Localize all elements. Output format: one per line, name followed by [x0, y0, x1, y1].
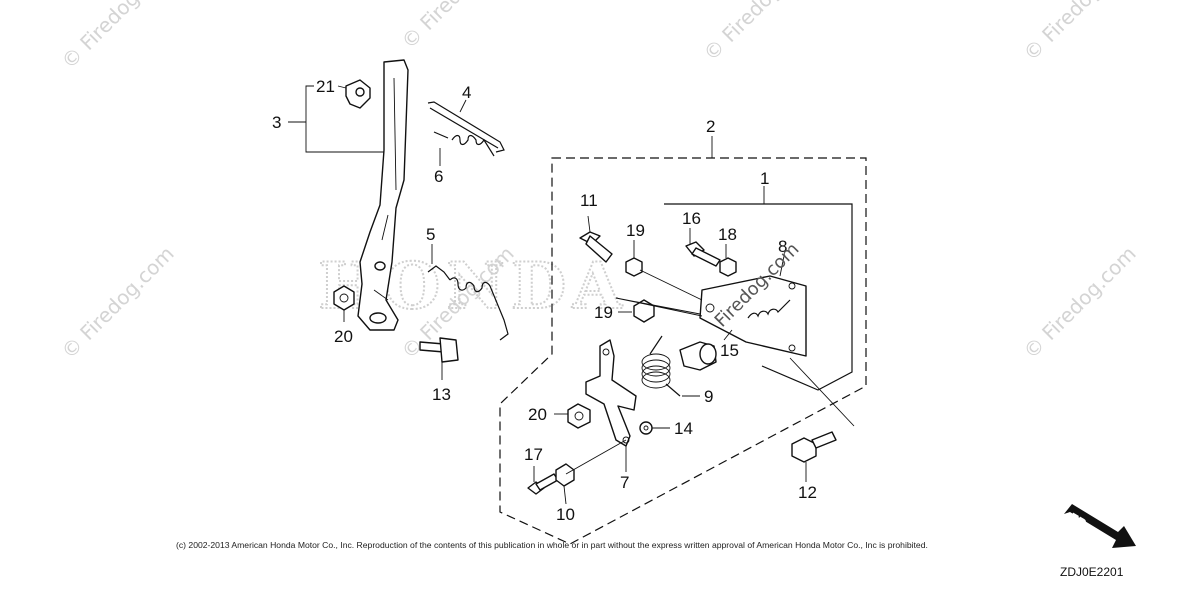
leader-line-10: [565, 439, 627, 475]
part-11-bolt: [579, 231, 613, 263]
part-16-bolt: [685, 241, 721, 267]
part-19-nut-lower: [633, 299, 655, 323]
copyright-notice: (c) 2002-2013 American Honda Motor Co., …: [176, 540, 928, 550]
label-part-19-lower: 19: [594, 303, 613, 322]
label-part-21: 21: [316, 77, 335, 96]
label-part-8: 8: [778, 237, 787, 256]
label-part-12: 12: [798, 483, 817, 502]
part-6-spring: [433, 131, 495, 157]
label-part-14: 14: [674, 419, 693, 438]
front-direction-arrow: FR.: [1064, 504, 1136, 548]
part-12-bolt: [791, 431, 837, 463]
watermark-text: © Firedog.com: [1019, 241, 1141, 363]
label-part-9: 9: [704, 387, 713, 406]
direction-label: FR.: [1067, 510, 1093, 533]
watermark-text: © Firedog.com: [1019, 0, 1141, 66]
label-part-20-left: 20: [334, 327, 353, 346]
label-part-20-right: 20: [528, 405, 547, 424]
part-8-spring: [747, 299, 791, 319]
part-15-collar: [679, 341, 717, 371]
part-9-spring: [641, 335, 681, 397]
label-part-5: 5: [426, 225, 435, 244]
label-part-1: 1: [760, 169, 769, 188]
part-14-washer: [639, 421, 653, 435]
part-3-control-lever: [357, 59, 409, 331]
label-part-11: 11: [580, 191, 598, 210]
watermark-text: © Firedog.com: [57, 241, 179, 363]
label-part-4: 4: [462, 83, 471, 102]
label-part-2: 2: [706, 117, 715, 136]
part-13-bolt: [419, 337, 459, 363]
part-labels: 2 1 3 21 4 6 5 20 13 11 19 19 16 18 8 15…: [272, 77, 817, 524]
label-part-16: 16: [682, 209, 701, 228]
part-7-arm: [585, 339, 637, 447]
part-20-nut-right: [567, 403, 591, 429]
watermark-text: © Firedog.com: [397, 0, 519, 54]
label-part-17: 17: [524, 445, 543, 464]
label-part-6: 6: [434, 167, 443, 186]
watermark-text: © Firedog.com: [699, 0, 821, 66]
label-part-3: 3: [272, 113, 281, 132]
label-part-19-upper: 19: [626, 221, 645, 240]
assembly-outline-part-2: [499, 157, 867, 545]
label-part-7: 7: [620, 473, 629, 492]
part-20-nut-left: [333, 285, 355, 311]
label-leaders: [288, 85, 807, 505]
watermark-text: © Firedog.com: [57, 0, 179, 74]
part-1-plate: [699, 275, 807, 357]
label-part-15: 15: [720, 341, 739, 360]
part-21-clip: [345, 79, 371, 109]
part-17-bolt: [527, 473, 559, 495]
part-19-nut-upper: [625, 257, 643, 277]
assembly-outline-part-1: [664, 203, 853, 391]
part-10-nut: [555, 463, 575, 487]
part-4-rod: [427, 101, 505, 153]
diagram-code: ZDJ0E2201: [1060, 565, 1124, 579]
label-part-10: 10: [556, 505, 575, 524]
part-18-nut: [719, 257, 737, 277]
leader-line-12: [789, 357, 855, 427]
label-part-18: 18: [718, 225, 737, 244]
label-part-13: 13: [432, 385, 451, 404]
leader-lines-19: [615, 269, 703, 317]
part-5-spring: [427, 265, 509, 341]
